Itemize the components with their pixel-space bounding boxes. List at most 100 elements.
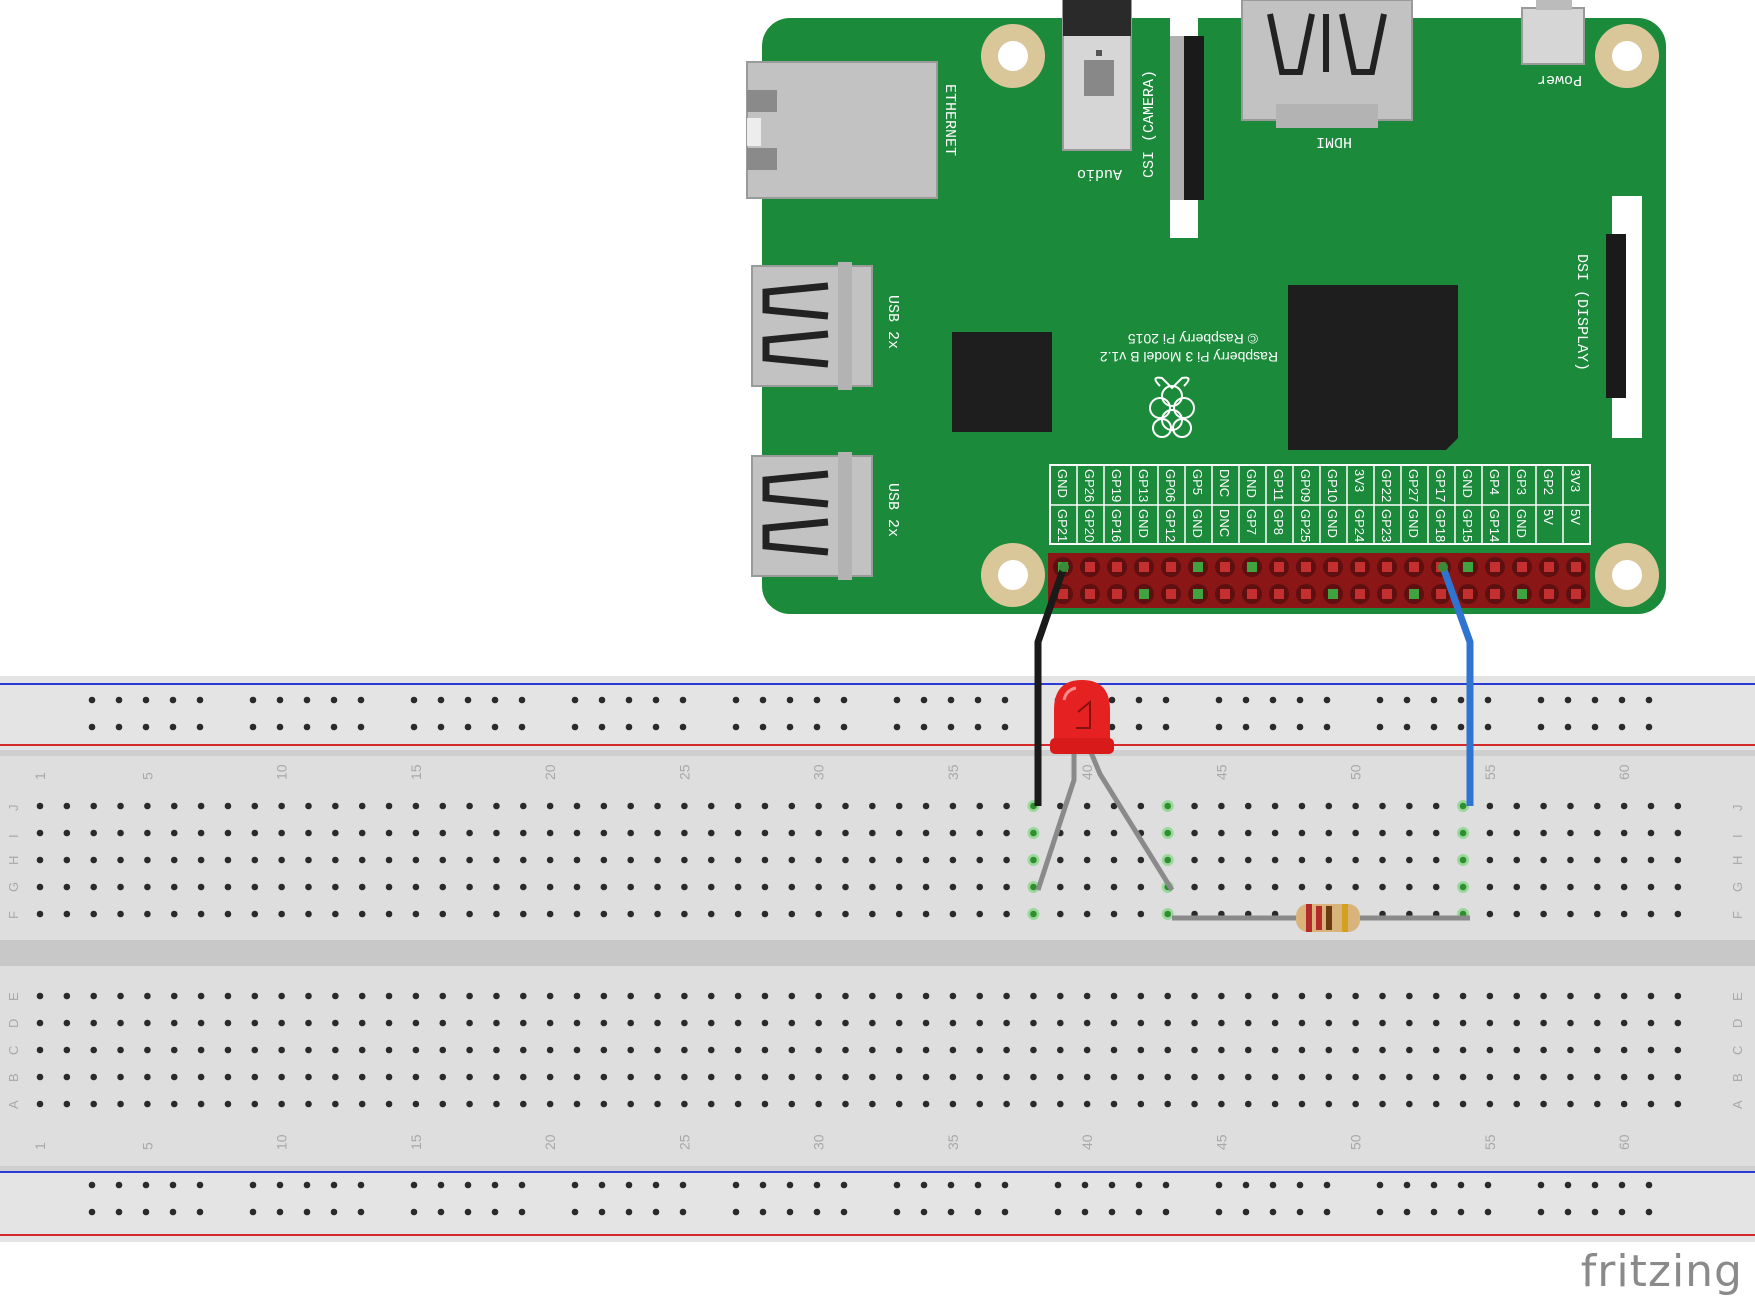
pin-label: GP22 [1379, 469, 1394, 502]
breadboard-hole [170, 883, 178, 891]
rail-hole [1618, 696, 1626, 704]
rail-hole [1403, 723, 1411, 731]
breadboard-hole [788, 802, 796, 810]
breadboard-hole [1030, 883, 1037, 891]
breadboard-hole [1432, 829, 1440, 837]
breadboard-hole [734, 1073, 742, 1081]
breadboard-hole [1325, 1100, 1333, 1108]
breadboard-hole [654, 883, 661, 891]
breadboard-hole [63, 910, 71, 918]
rail-hole [1135, 1208, 1143, 1216]
breadboard-hole [305, 1073, 312, 1081]
rail-hole [115, 696, 123, 704]
breadboard-hole [1271, 856, 1279, 864]
rail-hole [571, 696, 579, 704]
rail-hole [947, 696, 955, 704]
rail-hole [1323, 723, 1331, 731]
gpio-pin [1193, 589, 1203, 599]
rail-hole [1376, 1208, 1384, 1216]
pin-label: GP25 [1298, 509, 1313, 542]
breadboard-hole [251, 1019, 259, 1027]
breadboard-hole [170, 829, 178, 837]
breadboard-hole [1191, 856, 1198, 864]
rail-hole [1537, 1181, 1545, 1189]
rail-hole [196, 1181, 204, 1189]
breadboard-hole [1647, 1100, 1655, 1108]
gpio-header [1048, 553, 1590, 608]
breadboard-hole [895, 992, 903, 1000]
breadboard-hole [332, 856, 339, 864]
breadboard-hole [1191, 802, 1198, 810]
rail-hole [1162, 723, 1170, 731]
rail-hole [1215, 1181, 1223, 1189]
rail-hole [1564, 696, 1572, 704]
rail-hole [947, 1181, 955, 1189]
breadboard-hole [305, 856, 312, 864]
rail-hole [1645, 723, 1653, 731]
breadboard-hole [1406, 1100, 1413, 1108]
column-number: 60 [1616, 764, 1632, 780]
column-number: 30 [811, 764, 827, 780]
breadboard-hole [842, 992, 849, 1000]
breadboard-hole [1379, 992, 1386, 1000]
gpio-pin [1328, 589, 1338, 599]
breadboard-hole [278, 829, 285, 837]
gpio-pin [1274, 589, 1284, 599]
rail-hole [598, 696, 606, 704]
rail-hole [169, 1181, 177, 1189]
led-leg-anode [1087, 749, 1175, 892]
breadboard-hole [385, 829, 393, 837]
breadboard-hole [707, 1100, 715, 1108]
breadboard-hole [1432, 992, 1440, 1000]
breadboard-hole [681, 992, 688, 1000]
column-number: 5 [139, 1142, 155, 1150]
breadboard-hole [1459, 1100, 1467, 1108]
breadboard-hole [1647, 1046, 1655, 1054]
breadboard-hole [1540, 856, 1547, 864]
pin-label: GP4 [1487, 469, 1502, 495]
breadboard-hole [117, 1100, 124, 1108]
breadboard-hole [654, 1046, 661, 1054]
breadboard-hole [976, 829, 984, 837]
breadboard-hole [654, 1019, 661, 1027]
breadboard-hole [493, 1073, 500, 1081]
breadboard-hole [251, 910, 259, 918]
breadboard-hole [1218, 1100, 1225, 1108]
breadboard-hole [1379, 1046, 1386, 1054]
breadboard-hole [358, 883, 366, 891]
breadboard-hole [1513, 1073, 1521, 1081]
rail-hole [1269, 1181, 1277, 1189]
breadboard-hole [520, 1019, 527, 1027]
breadboard-hole [144, 910, 151, 918]
ethernet-label: ETHERNET [941, 84, 958, 156]
breadboard-hole [36, 1073, 44, 1081]
breadboard-hole [466, 1100, 473, 1108]
breadboard-hole [251, 992, 259, 1000]
rail-hole [491, 1181, 499, 1189]
pin-label: GP06 [1163, 469, 1178, 502]
breadboard-hole [358, 1100, 366, 1108]
rail-hole [1162, 696, 1170, 704]
pin-label: GP23 [1379, 509, 1394, 542]
rail-hole [652, 696, 660, 704]
rail-hole [1269, 696, 1277, 704]
breadboard-hole [1137, 1073, 1145, 1081]
rail-hole [330, 1208, 338, 1216]
breadboard-hole [1567, 802, 1574, 810]
rail-hole [1108, 1181, 1116, 1189]
breadboard-hole [1083, 1019, 1091, 1027]
breadboard-hole [170, 910, 178, 918]
breadboard-hole [949, 1019, 957, 1027]
breadboard-hole [1325, 1046, 1333, 1054]
breadboard-hole [681, 1019, 688, 1027]
rail-hole [1001, 1208, 1009, 1216]
rail-hole [1242, 1208, 1250, 1216]
breadboard-hole [1137, 1100, 1145, 1108]
breadboard-hole [1674, 829, 1682, 837]
row-letter: E [1730, 992, 1745, 1001]
rail-hole [813, 723, 821, 731]
rail-hole [1162, 1208, 1170, 1216]
rail-hole [276, 723, 284, 731]
breadboard-hole [546, 1073, 554, 1081]
breadboard-hole [681, 802, 688, 810]
